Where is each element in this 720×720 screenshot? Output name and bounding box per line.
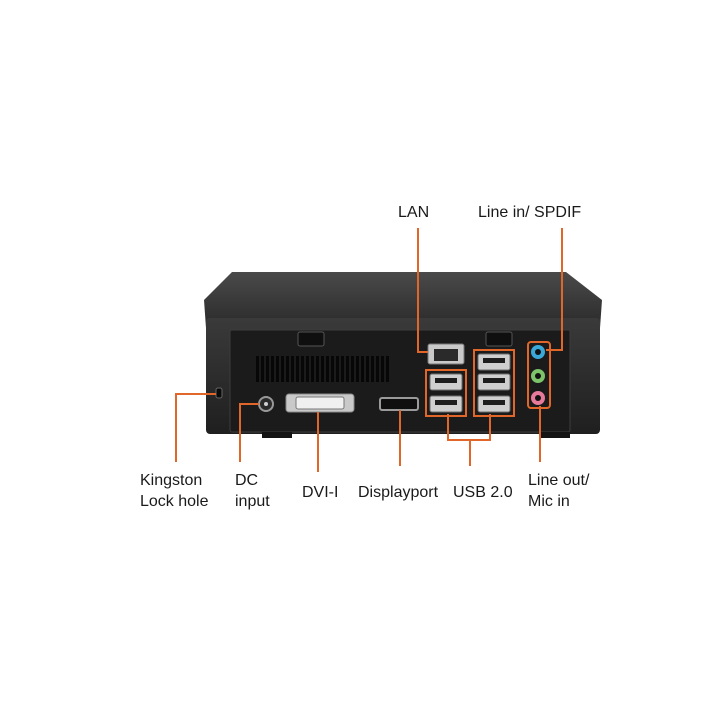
vent-slot [366,356,369,382]
vent-slot [356,356,359,382]
vent-slot [291,356,294,382]
vent-slot [321,356,324,382]
usb-port-tongue [483,378,505,383]
vent-slot [261,356,264,382]
label-kingston-line2: Lock hole [140,493,209,510]
label-dc-line1: DC [235,472,259,489]
leader-lan [417,228,428,353]
usb-port-tongue [483,358,505,363]
displayport-port [379,397,419,411]
vent-slot [381,356,384,382]
label-line-in-spdif: Line in/ SPDIF [478,204,582,221]
dvi-port-inner [295,396,345,410]
usb-port-tongue [435,378,457,383]
leader-dc [239,403,259,462]
lan-port-inner [434,349,458,361]
jack-hole [535,395,541,401]
jack-hole [535,373,541,379]
vent-slot [326,356,329,382]
vent-slot [346,356,349,382]
audio-callout-box [527,341,551,409]
vent-slot [331,356,334,382]
usb-port-stack [429,353,511,413]
vent-slot [341,356,344,382]
usb-port-tongue [483,400,505,405]
callout-leaders [175,228,563,472]
label-usb: USB 2.0 [453,484,513,501]
bracket-left [297,331,325,347]
vent-slot [256,356,259,382]
label-dc-line2: input [235,493,270,510]
label-kingston-line1: Kingston [140,472,203,489]
dc-jack-pin [264,402,268,406]
vent-slot [316,356,319,382]
label-lineout-line2: Mic in [528,493,570,510]
vent-grille [256,356,389,382]
vent-slot [351,356,354,382]
usb-callout-box-left [425,369,467,417]
label-displayport: Displayport [358,484,439,501]
bracket-right [485,331,513,347]
vent-slot [376,356,379,382]
usb-callout-box-right [473,349,515,417]
vent-slot [276,356,279,382]
vent-slot [296,356,299,382]
foot-left [262,432,292,438]
leader-line-in [546,228,563,351]
vent-slot [286,356,289,382]
label-lineout-line1: Line out/ [528,472,590,489]
vent-slot [306,356,309,382]
vent-slot [271,356,274,382]
label-dvi: DVI-I [302,484,339,501]
label-lan: LAN [398,204,430,221]
vent-slot [361,356,364,382]
vent-slot [386,356,389,382]
usb-port-tongue [435,400,457,405]
vent-slot [336,356,339,382]
leader-usb [447,414,491,466]
vent-slot [281,356,284,382]
jack-hole [535,349,541,355]
vent-slot [301,356,304,382]
vent-slot [371,356,374,382]
leader-kingston [175,393,216,462]
kingston-lock-hole [215,387,223,399]
case-top [204,272,602,328]
vent-slot [311,356,314,382]
foot-right [540,432,570,438]
vent-slot [266,356,269,382]
